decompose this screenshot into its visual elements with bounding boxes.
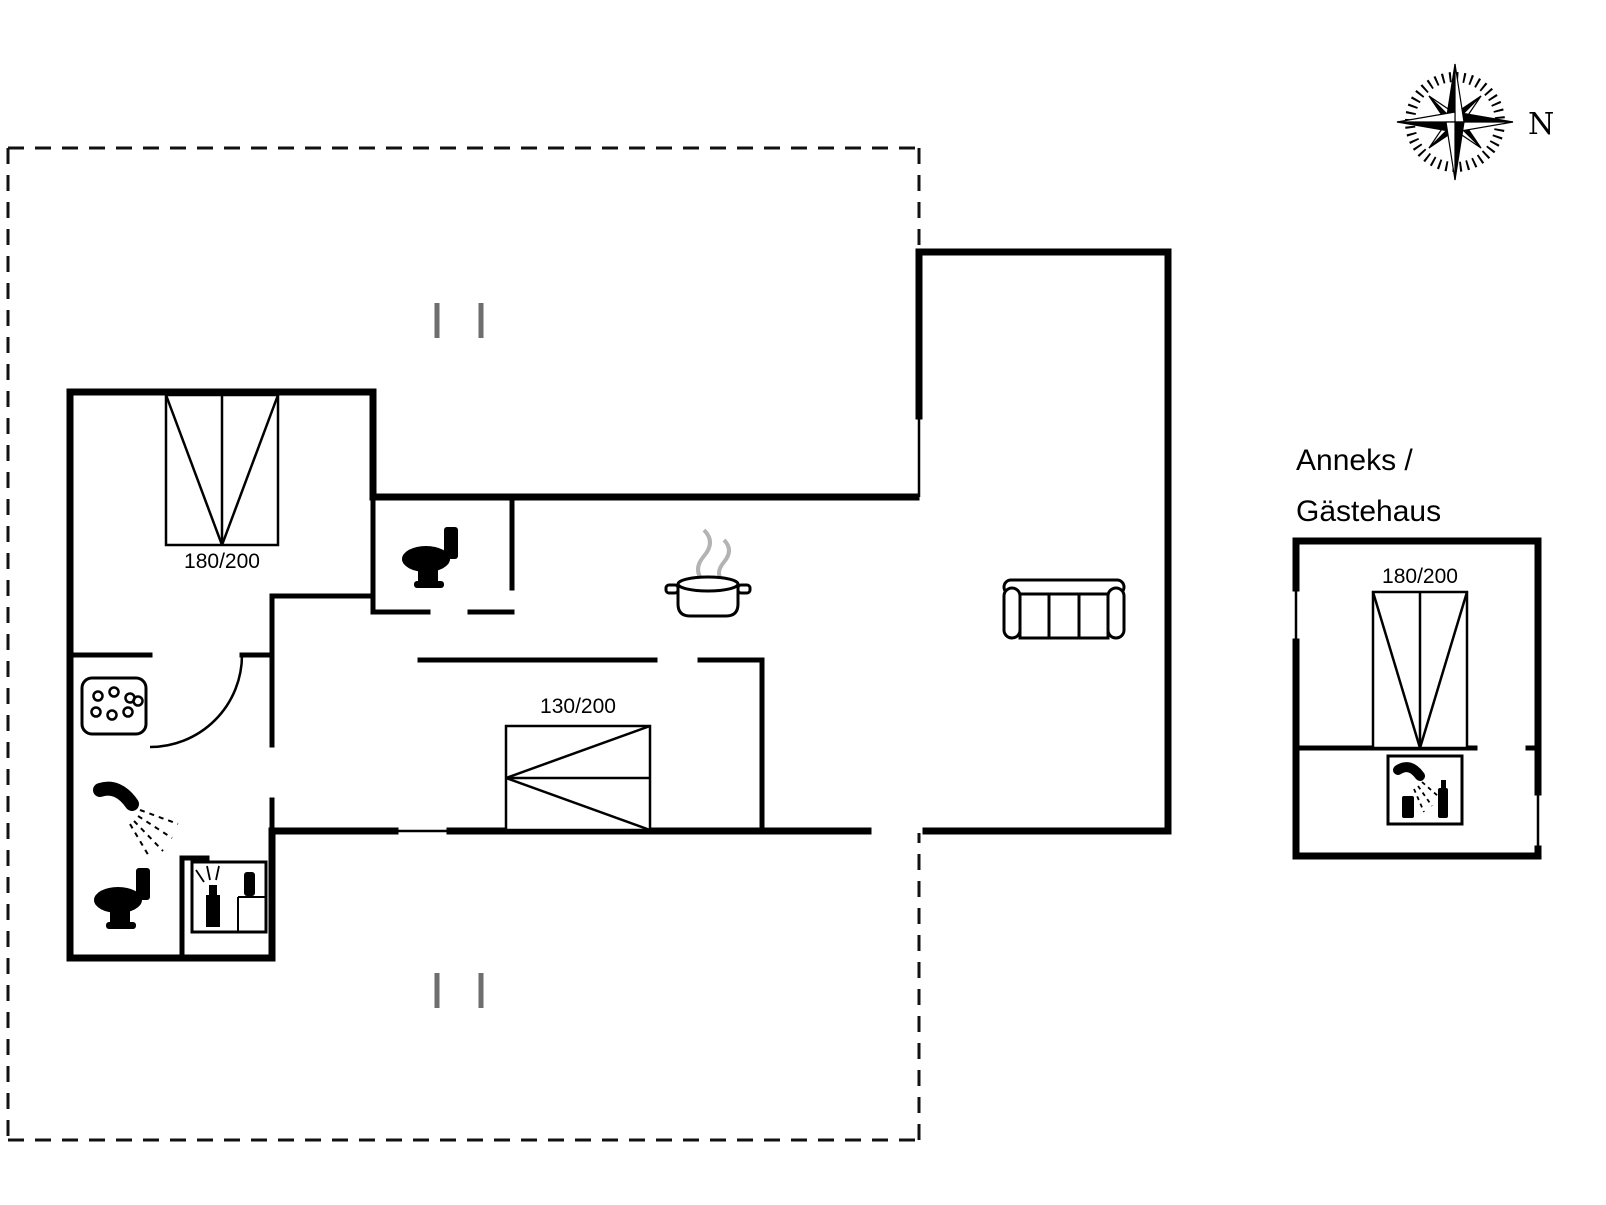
washbasin-icon (80, 676, 148, 736)
site-boundary (6, 146, 921, 1142)
annex-wall-openings (1294, 588, 1540, 849)
annex-bed-size-label: 180/200 (1382, 565, 1458, 588)
single-bed-icon (504, 724, 652, 832)
toilet-icon (94, 868, 150, 929)
sofa-icon (1002, 578, 1126, 640)
north-label: N (1528, 107, 1554, 142)
annex-bed-icon (1371, 590, 1469, 750)
annex-title-line2: Gästehaus (1296, 495, 1441, 528)
stove-pot-icon (664, 528, 752, 618)
door-arc (149, 654, 244, 749)
utility-cabinet-icon (190, 860, 268, 934)
toilet-icon (402, 527, 458, 588)
annex-bathroom-icon (1386, 754, 1464, 826)
terrace-post-markers (434, 303, 484, 1008)
hall-bed-size-label: 130/200 (540, 695, 616, 718)
main-house-interior-walls (67, 494, 765, 961)
bedroom-bed-size-label: 180/200 (184, 550, 260, 573)
shower-icon (93, 781, 179, 859)
main-house-wall-openings (395, 416, 921, 833)
annex-title-line1: Anneks / (1296, 444, 1413, 477)
steam-icon (696, 528, 731, 584)
compass-rose (1396, 63, 1514, 181)
double-bed-icon (164, 393, 280, 547)
